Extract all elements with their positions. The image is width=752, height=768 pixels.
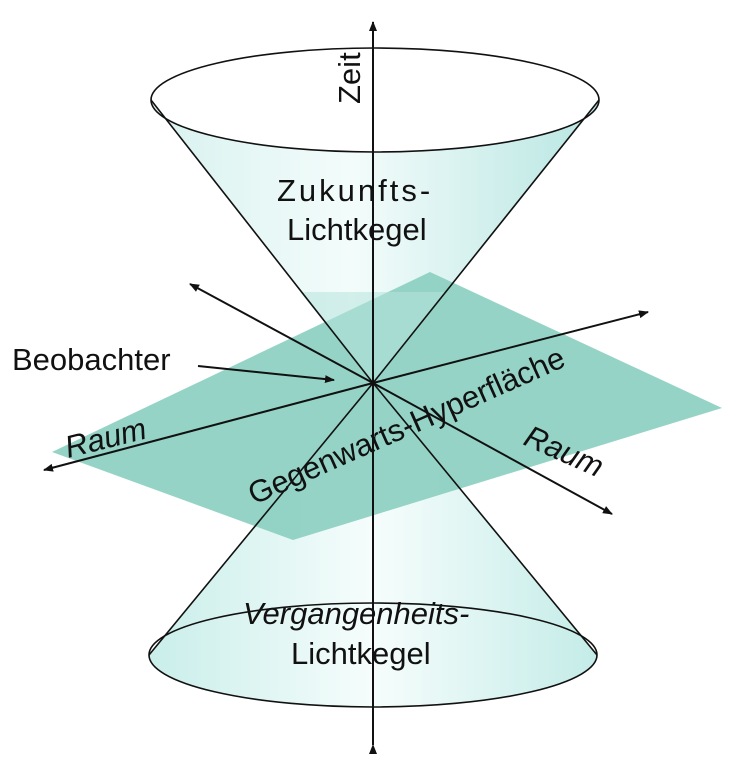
future-cone-right-edge [372, 99, 600, 384]
future-cone-top [150, 47, 600, 153]
space-axis-left [43, 382, 374, 472]
past-cone-label-line2: Lichtkegel [291, 636, 431, 671]
future-cone-label-line2: Lichtkegel [287, 212, 427, 247]
space-axis-upper-left [189, 283, 374, 384]
future-cone-left-edge [150, 99, 374, 384]
past-cone-left-edge [148, 382, 374, 656]
future-cone-label-line1: Zukunfts- [277, 173, 433, 208]
observer-pointer-arrow [197, 365, 335, 384]
past-cone-label-line1: Vergangenheits- [243, 596, 469, 631]
past-cone-right-edge [372, 382, 598, 656]
present-hypersurface-plane [52, 272, 722, 540]
space-axis-lower-right [372, 382, 613, 515]
observer-label: Beobachter [12, 342, 171, 377]
time-axis-label: Zeit [332, 52, 367, 104]
space-axis-upper-right [372, 310, 649, 384]
